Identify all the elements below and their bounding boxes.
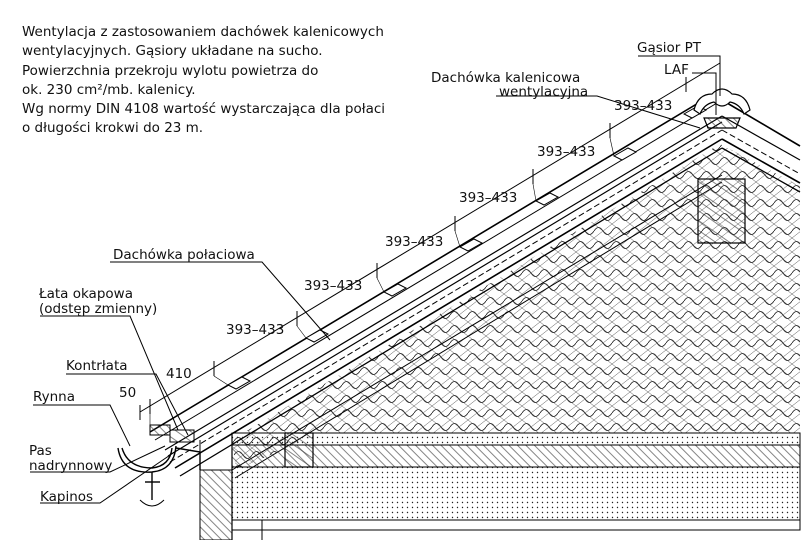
description-line: wentylacyjnych. Gąsiory układane na such… [22,43,323,60]
label-pas: Pas [29,443,52,459]
description-line: ok. 230 cm²/mb. kalenicy. [22,81,196,98]
dimension-text: 393–433 [226,322,284,338]
label-kontrlata: Kontrłata [66,358,128,374]
dimension-line [139,62,721,430]
label-dachowka-kalenicowa-2: wentylacyjna [499,84,588,100]
dimension-text-50: 50 [119,385,136,401]
label-gasior-pt: Gąsior PT [637,40,702,56]
description-line: Wentylacja z zastosowaniem dachówek kale… [22,24,384,40]
label-dachowka-kalenicowa: Dachówka kalenicowa [431,70,580,86]
ceiling-structure [199,432,801,540]
label-lata-okapowa: Łata okapowa [38,286,133,302]
dimension-text: 393–433 [614,98,672,114]
ridge-tile [693,88,751,129]
leader-lines [30,55,721,504]
roof-layers-right [721,99,801,193]
dimension-text-410: 410 [166,366,192,382]
dimension-text: 393–433 [459,190,517,206]
dimension-text: 393–433 [385,234,443,250]
dimension-text: 393–433 [304,278,362,294]
label-kapinos: Kapinos [40,489,93,505]
label-lata-okapowa-2: (odstęp zmienny) [39,301,157,317]
description-text: Wentylacja z zastosowaniem dachówek kale… [22,23,385,139]
dimension-text: 393–433 [537,144,595,160]
label-dachowka-polaciowa: Dachówka połaciowa [113,247,255,263]
description-line: Wg normy DIN 4108 wartość wystarczająca … [22,101,386,118]
roof-tiles [226,105,708,390]
description-line: Powierzchnia przekroju wylotu powietrza … [22,62,319,79]
label-rynna: Rynna [33,389,75,405]
label-laf: LAF [664,62,689,78]
ridge-beam [697,178,746,244]
roof-layers-left [149,89,723,479]
label-pas-nadrynnowy: nadrynnowy [29,458,112,474]
description-line: o długości krokwi do 23 m. [22,120,204,137]
